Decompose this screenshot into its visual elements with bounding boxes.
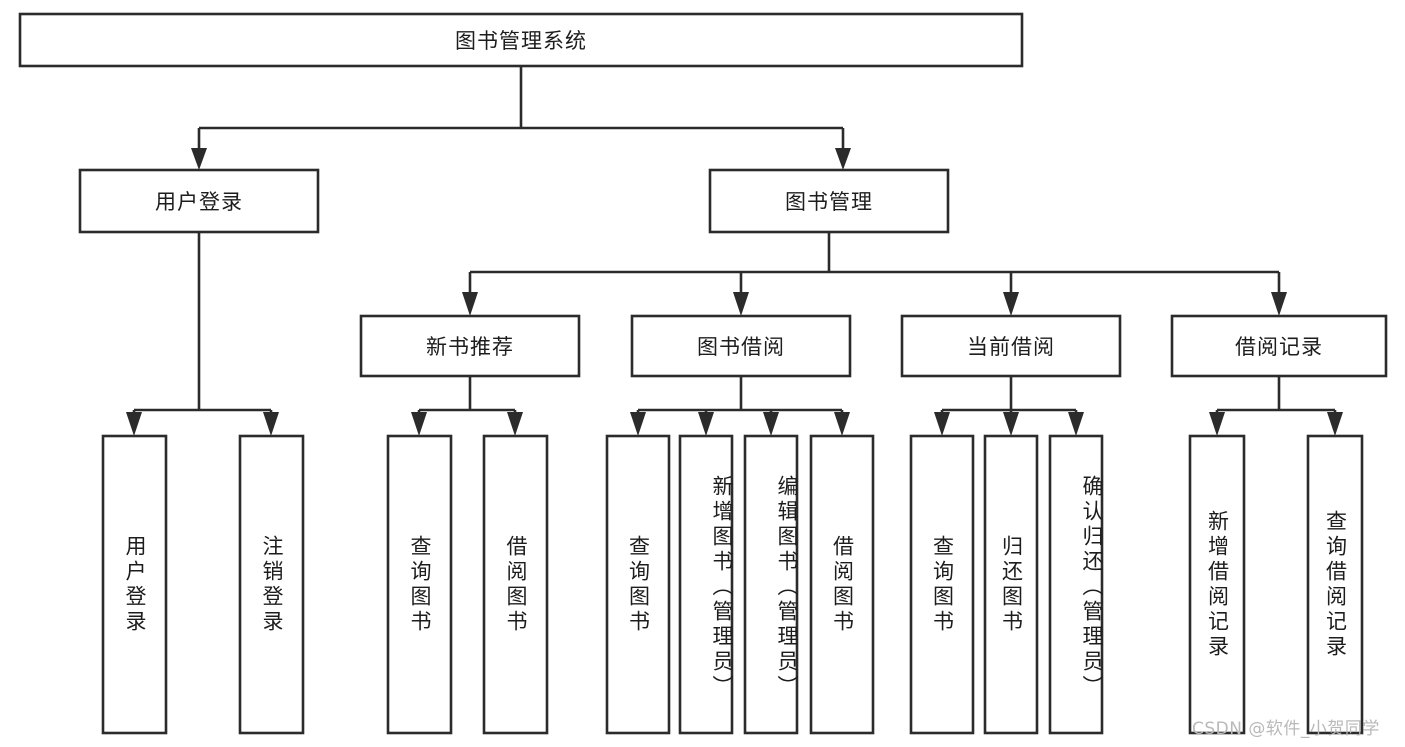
node-leaf-return-book[interactable] <box>983 434 1039 735</box>
node-leaf-logout[interactable] <box>238 434 305 735</box>
node-borrow-record[interactable] <box>1170 314 1388 378</box>
node-leaf-confirm-return[interactable] <box>1048 434 1104 735</box>
node-book-management[interactable] <box>708 168 950 234</box>
connector-currentborrow-to-leaves <box>934 376 1084 436</box>
node-leaf-query-record[interactable] <box>1306 434 1364 735</box>
connector-borrowrecord-to-leaves <box>1209 376 1343 436</box>
connector-bookborrow-to-leaves <box>630 376 850 436</box>
connector-bookmgmt-to-level3 <box>462 232 1287 316</box>
node-leaf-query-book-3[interactable] <box>909 434 975 735</box>
node-leaf-user-login[interactable] <box>101 434 168 735</box>
node-leaf-add-record[interactable] <box>1188 434 1246 735</box>
connector-userlogin-to-leaves <box>126 232 279 436</box>
node-leaf-query-book-1[interactable] <box>386 434 453 735</box>
node-current-borrow[interactable] <box>900 314 1122 378</box>
node-leaf-borrow-book-1[interactable] <box>482 434 549 735</box>
node-leaf-edit-book[interactable] <box>743 434 799 735</box>
node-root[interactable] <box>18 12 1024 68</box>
csdn-watermark: CSDN @软件_小贺同学 <box>1192 719 1380 739</box>
node-leaf-query-book-2[interactable] <box>605 434 671 735</box>
connector-root-to-level2 <box>191 66 851 170</box>
node-user-login[interactable] <box>78 168 320 234</box>
node-leaf-borrow-book-2[interactable] <box>809 434 875 735</box>
node-new-book-recommend[interactable] <box>359 314 581 378</box>
node-book-borrow[interactable] <box>630 314 852 378</box>
node-leaf-add-book[interactable] <box>678 434 734 735</box>
connector-newbook-to-leaves <box>411 376 523 436</box>
